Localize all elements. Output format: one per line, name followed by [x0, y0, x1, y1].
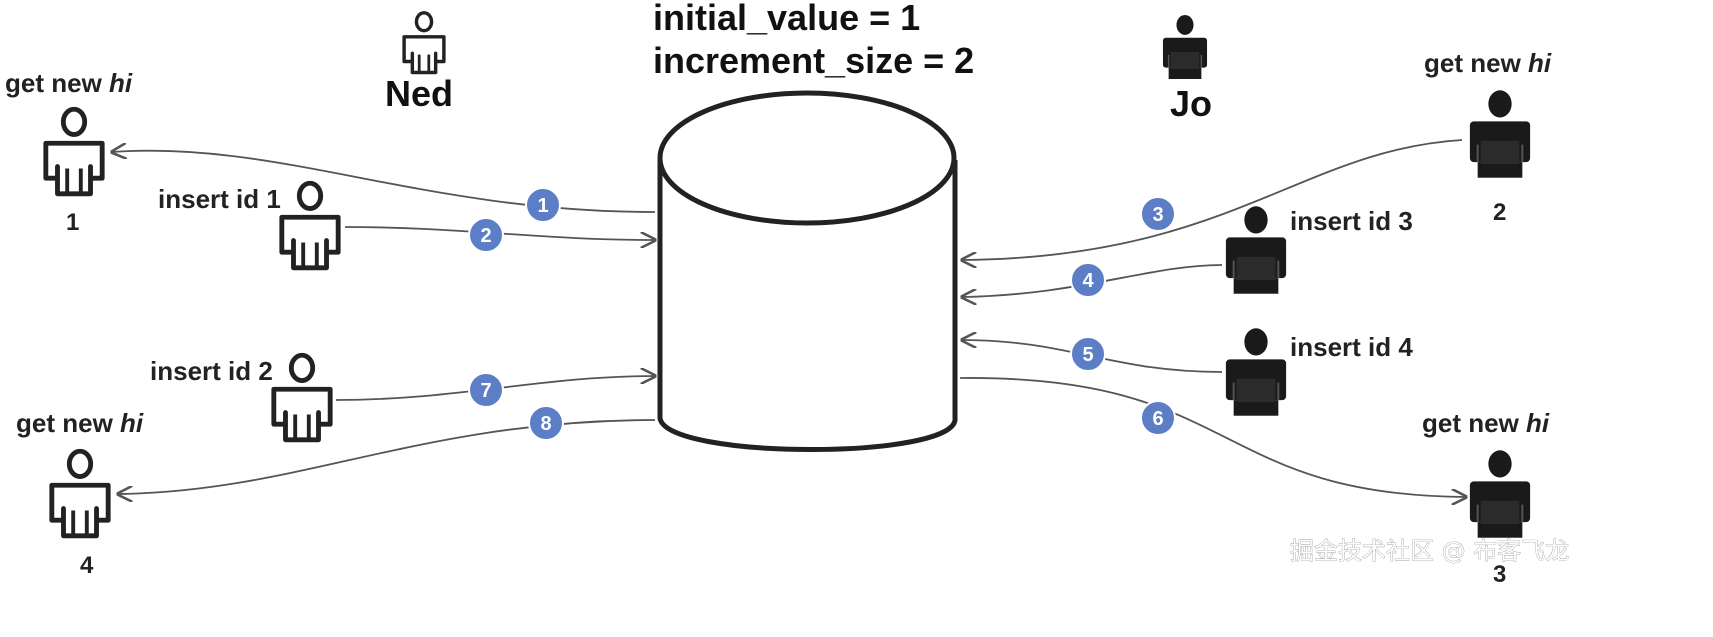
step-label-5: 5 — [1082, 344, 1093, 366]
insert-id-4-label: insert id 4 — [1290, 332, 1413, 362]
database-cylinder — [657, 90, 958, 452]
hi-value-left-bottom: 4 — [80, 552, 94, 579]
hi-value-left-top: 1 — [66, 209, 79, 236]
arrow-step-8 — [118, 419, 656, 494]
person-icon-insert-3 — [1224, 205, 1288, 295]
arrow-step-4 — [962, 264, 1223, 297]
step-label-3: 3 — [1152, 204, 1163, 226]
step-badge-1: 1 — [525, 187, 561, 223]
insert-id-1-label: insert id 1 — [158, 184, 281, 214]
step-label-7: 7 — [480, 380, 491, 402]
watermark-text: 掘金技术社区 @ 布客飞龙 — [1290, 537, 1569, 565]
step-badge-3: 3 — [1140, 196, 1176, 232]
user-name-ned: Ned — [385, 73, 453, 114]
step-badge-2: 2 — [468, 217, 504, 253]
step-label-2: 2 — [480, 225, 491, 247]
step-label-8: 8 — [540, 413, 551, 435]
person-icon-insert-1 — [282, 183, 338, 268]
get-new-hi-label-left-bottom: get new hi — [16, 408, 144, 438]
person-icon-left-bottom — [52, 451, 108, 536]
insert-id-3-label: insert id 3 — [1290, 206, 1413, 236]
step-badge-7: 7 — [468, 372, 504, 408]
step-badge-8: 8 — [528, 405, 564, 441]
hi-value-right-bottom: 3 — [1493, 561, 1506, 588]
step-badge-4: 4 — [1070, 262, 1106, 298]
get-new-hi-label-left-top: get new hi — [5, 68, 133, 98]
jo-avatar-icon — [1162, 14, 1208, 80]
person-icon-left-top — [46, 109, 102, 194]
get-new-hi-label-right-bottom: get new hi — [1422, 408, 1550, 438]
person-icon-right-bottom — [1468, 449, 1532, 539]
step-label-1: 1 — [537, 195, 548, 217]
user-name-jo: Jo — [1170, 83, 1212, 124]
arrow-step-1 — [112, 151, 656, 213]
person-icon-right-top — [1468, 89, 1532, 179]
step-label-6: 6 — [1152, 408, 1163, 430]
get-new-hi-label-right-top: get new hi — [1424, 48, 1552, 78]
increment-size-label: increment_size = 2 — [653, 40, 974, 81]
ned-avatar-icon — [402, 11, 446, 75]
hi-value-right-top: 2 — [1493, 199, 1506, 226]
insert-id-2-label: insert id 2 — [150, 356, 273, 386]
step-badge-5: 5 — [1070, 336, 1106, 372]
person-icon-insert-2 — [274, 355, 330, 440]
arrow-step-6 — [959, 377, 1466, 497]
arrow-step-3 — [962, 139, 1463, 260]
step-badge-6: 6 — [1140, 400, 1176, 436]
person-icon-insert-4 — [1224, 327, 1288, 417]
initial-value-label: initial_value = 1 — [653, 0, 920, 38]
step-label-4: 4 — [1082, 270, 1094, 292]
